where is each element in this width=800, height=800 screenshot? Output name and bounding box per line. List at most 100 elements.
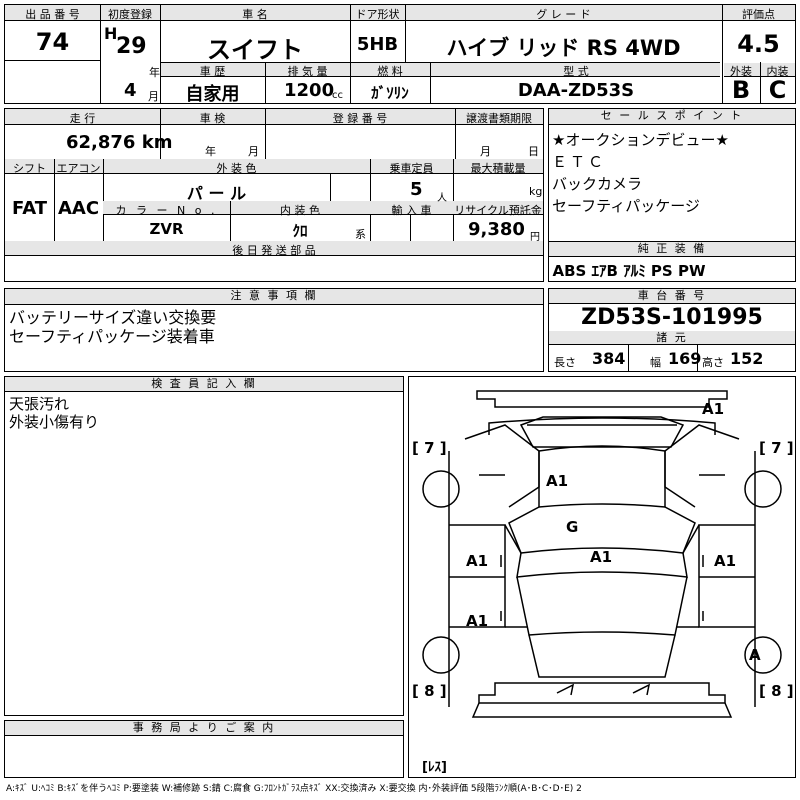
transfer-day-unit: 日 — [528, 145, 539, 158]
notes-label: 注 意 事 項 欄 — [5, 289, 543, 305]
legend: A:ｷｽﾞ U:ﾍｺﾐ B:ｷｽﾞを伴うﾍｺﾐ P:要塗装 W:補修跡 S:錆 … — [6, 784, 582, 794]
height-label: 高さ — [702, 356, 724, 369]
note-2: セーフティパッケージ装着車 — [9, 327, 215, 346]
grade: ハイブ リッド RS 4WD — [446, 36, 681, 60]
inspector-box — [4, 376, 404, 716]
score-label: 評価点 — [742, 8, 775, 21]
exterior-grade: B — [731, 76, 751, 104]
interior-grade: C — [768, 76, 787, 104]
sales-point-2: ＥＴＣ — [552, 153, 607, 171]
tire-front-left: [ 7 ] — [412, 439, 447, 457]
int-color-label: 内 装 色 — [280, 204, 320, 217]
history-label: 車 歴 — [199, 65, 226, 78]
history: 自家用 — [185, 84, 240, 105]
office-label: 事 務 局 よ り ご 案 内 — [5, 721, 403, 736]
height-value: 152 — [730, 349, 764, 368]
chassis-box — [548, 288, 796, 372]
top-header-strip — [5, 5, 795, 21]
mark-rear: A1 — [702, 400, 725, 418]
mark-left-front-door: A1 — [466, 552, 489, 570]
later-parts-label: 後 日 発 送 部 品 — [232, 244, 316, 257]
inspector-note-2: 外装小傷有り — [9, 413, 100, 431]
displacement: 1200 — [284, 80, 335, 101]
equipment-label: 純 正 装 備 — [549, 242, 795, 257]
tire-rear-left: [ 8 ] — [412, 682, 447, 700]
shift: FAT — [11, 198, 48, 219]
length-value: 384 — [592, 349, 626, 368]
year-unit: 年 — [149, 66, 160, 79]
car-name-label: 車 名 — [242, 8, 268, 21]
mark-roof: A1 — [546, 472, 569, 490]
spare-tire: [ﾚｽ] — [422, 760, 447, 775]
cc-unit: cc — [332, 90, 343, 101]
load-unit: kg — [529, 185, 543, 198]
length-label: 長さ — [554, 356, 576, 369]
fuel-label: 燃 料 — [377, 65, 403, 78]
color-no: ZVR — [149, 220, 184, 238]
score: 4.5 — [737, 30, 780, 58]
door-type: 5HB — [356, 34, 399, 55]
car-diagram-box — [408, 376, 796, 778]
lot-no-label: 出 品 番 号 — [25, 8, 80, 21]
sales-point-box — [548, 108, 796, 282]
mark-right-front-door: A1 — [714, 552, 737, 570]
spec-label: 諸 元 — [549, 331, 795, 345]
shift-label: シフト — [13, 162, 46, 175]
month-unit: 月 — [148, 90, 159, 103]
sales-point-1: ★オークションデビュー★ — [552, 131, 729, 149]
int-color: ｸﾛ — [292, 222, 308, 240]
sales-point-3: バックカメラ — [552, 175, 643, 193]
mark-left-rear-door: A1 — [466, 612, 489, 630]
mileage: 62,876 km — [66, 132, 173, 153]
insp-year-unit: 年 — [205, 145, 216, 158]
recycle-unit: 円 — [530, 232, 540, 243]
tire-rear-right: [ 8 ] — [759, 682, 794, 700]
mark-center: A1 — [590, 548, 613, 566]
ac-label: エアコン — [56, 162, 101, 175]
insp-month-unit: 月 — [248, 145, 259, 158]
inspector-note-1: 天張汚れ — [9, 395, 70, 413]
equipment-list: ABS ｴｱB ｱﾙﾐ PS PW — [552, 262, 706, 280]
reg-year: 29 — [116, 34, 147, 59]
interior-label: 内装 — [766, 65, 789, 78]
mark-right-wheel: A — [749, 646, 761, 664]
notes-box — [4, 288, 544, 372]
inspector-label: 検 査 員 記 入 欄 — [5, 377, 403, 392]
inspection-label: 車 検 — [199, 112, 226, 125]
note-1: バッテリーサイズ違い交換要 — [9, 308, 217, 327]
first-reg-label: 初度登録 — [108, 8, 152, 21]
chassis-label: 車 台 番 号 — [549, 289, 795, 304]
plate-label: 登 録 番 号 — [332, 112, 388, 125]
reg-month: 4 — [124, 80, 137, 101]
displacement-label: 排 気 量 — [287, 65, 328, 78]
capacity-unit: 人 — [437, 193, 447, 204]
office-box — [4, 720, 404, 778]
color-label: 外 装 色 — [216, 162, 257, 175]
chassis-number: ZD53S-101995 — [581, 305, 763, 330]
sales-point-label: セ ー ル ス ポ イ ン ト — [549, 109, 795, 125]
import-label: 輸 入 車 — [391, 204, 432, 217]
lot-number: 74 — [35, 28, 70, 56]
sales-point-4: セーフティパッケージ — [552, 197, 700, 215]
capacity: 5 — [410, 179, 423, 200]
width-value: 169 — [668, 349, 702, 368]
exterior-label: 外装 — [730, 65, 752, 78]
grade-label: グ レ ー ド — [536, 8, 591, 21]
recycle-label: リサイクル預託金 — [454, 204, 542, 217]
model-label: 型 式 — [563, 65, 589, 78]
door-label: ドア形状 — [355, 8, 400, 21]
transfer-label: 譲渡書類期限 — [466, 112, 532, 125]
load-label: 最大積載量 — [470, 162, 526, 175]
fuel: ｶﾞｿﾘﾝ — [371, 84, 409, 102]
car-name: スイフト — [207, 36, 303, 64]
int-color-unit: 系 — [355, 228, 366, 241]
width-label: 幅 — [650, 356, 661, 369]
era: H — [104, 24, 118, 43]
recycle-fee: 9,380 — [468, 219, 525, 240]
top-block — [4, 4, 796, 104]
capacity-label: 乗車定員 — [389, 162, 434, 175]
tire-front-right: [ 7 ] — [759, 439, 794, 457]
car-diagram — [422, 390, 782, 718]
detail-block — [4, 108, 544, 282]
ac: AAC — [57, 198, 100, 219]
